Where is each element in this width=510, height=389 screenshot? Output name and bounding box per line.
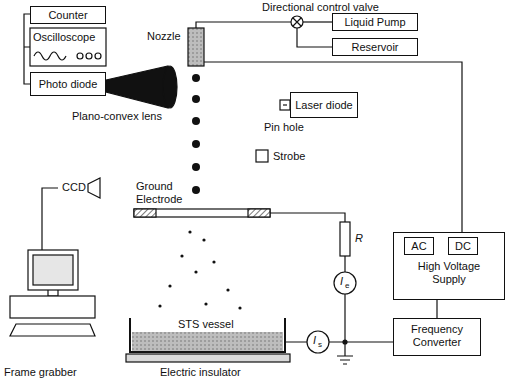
box-label: AC xyxy=(411,240,426,253)
pump-line xyxy=(303,21,332,22)
box-label: High Voltage Supply xyxy=(407,260,491,285)
vessel-wire xyxy=(285,341,393,342)
droplet xyxy=(180,254,183,257)
ground-wire xyxy=(344,294,345,356)
box-label: DC xyxy=(455,240,471,253)
electrode-hatch xyxy=(134,209,156,217)
part-label: Plano-convex lens xyxy=(72,110,162,123)
valve-cross xyxy=(293,18,301,26)
droplet xyxy=(192,186,200,194)
droplet xyxy=(192,74,200,82)
droplet xyxy=(192,140,200,148)
subscript: s xyxy=(318,340,322,349)
part-label: I xyxy=(313,334,316,347)
part-label: STS vessel xyxy=(178,318,234,331)
equipment-box: Frequency Converter xyxy=(393,318,481,356)
part-label: Ground Electrode xyxy=(136,180,198,205)
pin-hole xyxy=(280,100,290,110)
nozzle xyxy=(188,28,204,66)
ground-symbol xyxy=(337,356,353,364)
droplet xyxy=(238,306,241,309)
resistor-symbol xyxy=(340,222,350,256)
computer-case xyxy=(10,296,95,318)
equipment-box: High Voltage Supply AC DC xyxy=(393,232,505,300)
box-label: Laser diode xyxy=(295,99,353,112)
monitor-screen xyxy=(33,255,73,285)
droplet xyxy=(204,302,207,305)
equipment-box: Counter xyxy=(30,6,106,24)
part-label: CCD xyxy=(62,181,86,194)
droplet xyxy=(226,288,229,291)
directional-valve xyxy=(291,16,303,28)
droplet xyxy=(194,270,197,273)
part-label: Frame grabber xyxy=(4,366,77,379)
droplet xyxy=(192,117,200,125)
keyboard xyxy=(10,324,95,336)
part-label: Strobe xyxy=(273,150,305,163)
oscilloscope-wave xyxy=(34,52,66,60)
junction-dot xyxy=(343,340,347,344)
monitor xyxy=(28,250,78,290)
oscilloscope-knob xyxy=(77,53,83,59)
oscilloscope-knob xyxy=(86,53,92,59)
part-label: R xyxy=(355,232,363,245)
high-voltage-wire xyxy=(204,62,462,232)
droplet xyxy=(188,230,191,233)
droplet xyxy=(212,260,215,263)
equipment-box: Reservoir xyxy=(332,38,418,56)
pin-hole-aperture xyxy=(283,104,287,105)
oscilloscope-knob xyxy=(95,53,101,59)
part-label: Nozzle xyxy=(147,30,181,43)
ccd-camera xyxy=(88,178,100,198)
mode-box: DC xyxy=(448,237,478,255)
part-label: Oscilloscope xyxy=(33,31,95,44)
part-label: Directional control valve xyxy=(262,1,379,14)
ammeter-symbol xyxy=(307,331,329,353)
droplet xyxy=(192,95,200,103)
ammeter-symbol xyxy=(334,272,356,294)
video-cable xyxy=(42,188,58,250)
box-label: Reservoir xyxy=(351,41,398,54)
part-label: I xyxy=(340,275,343,288)
wire xyxy=(436,300,437,318)
resistor-wire xyxy=(344,256,345,272)
oscilloscope-icon xyxy=(30,28,106,66)
droplet xyxy=(168,284,171,287)
liquid xyxy=(132,332,283,351)
monitor-stand xyxy=(48,290,58,296)
electrode-hatch xyxy=(248,209,270,217)
ground-electrode xyxy=(134,209,270,217)
droplet xyxy=(192,163,200,171)
part-label: Electric insulator xyxy=(160,366,241,379)
plano-convex-lens xyxy=(163,66,177,108)
light-cone xyxy=(106,66,168,108)
box-label: Liquid Pump xyxy=(344,16,405,29)
equipment-box: Liquid Pump xyxy=(332,13,418,31)
droplet xyxy=(158,304,161,307)
part-label: Pin hole xyxy=(264,121,304,134)
electrode-wire xyxy=(270,213,345,222)
box-label: Counter xyxy=(48,9,87,22)
subscript: e xyxy=(345,281,349,290)
droplet xyxy=(202,238,205,241)
feed-line xyxy=(196,22,291,28)
reservoir-line xyxy=(297,28,332,47)
box-label: Frequency Converter xyxy=(394,323,480,348)
equipment-box: Laser diode xyxy=(290,92,358,118)
electric-insulator xyxy=(126,354,290,362)
mode-box: AC xyxy=(404,237,434,255)
equipment-box: Photo diode xyxy=(30,72,106,96)
sts-vessel xyxy=(130,318,285,352)
box-label: Photo diode xyxy=(39,78,98,91)
strobe-lamp xyxy=(256,150,268,162)
